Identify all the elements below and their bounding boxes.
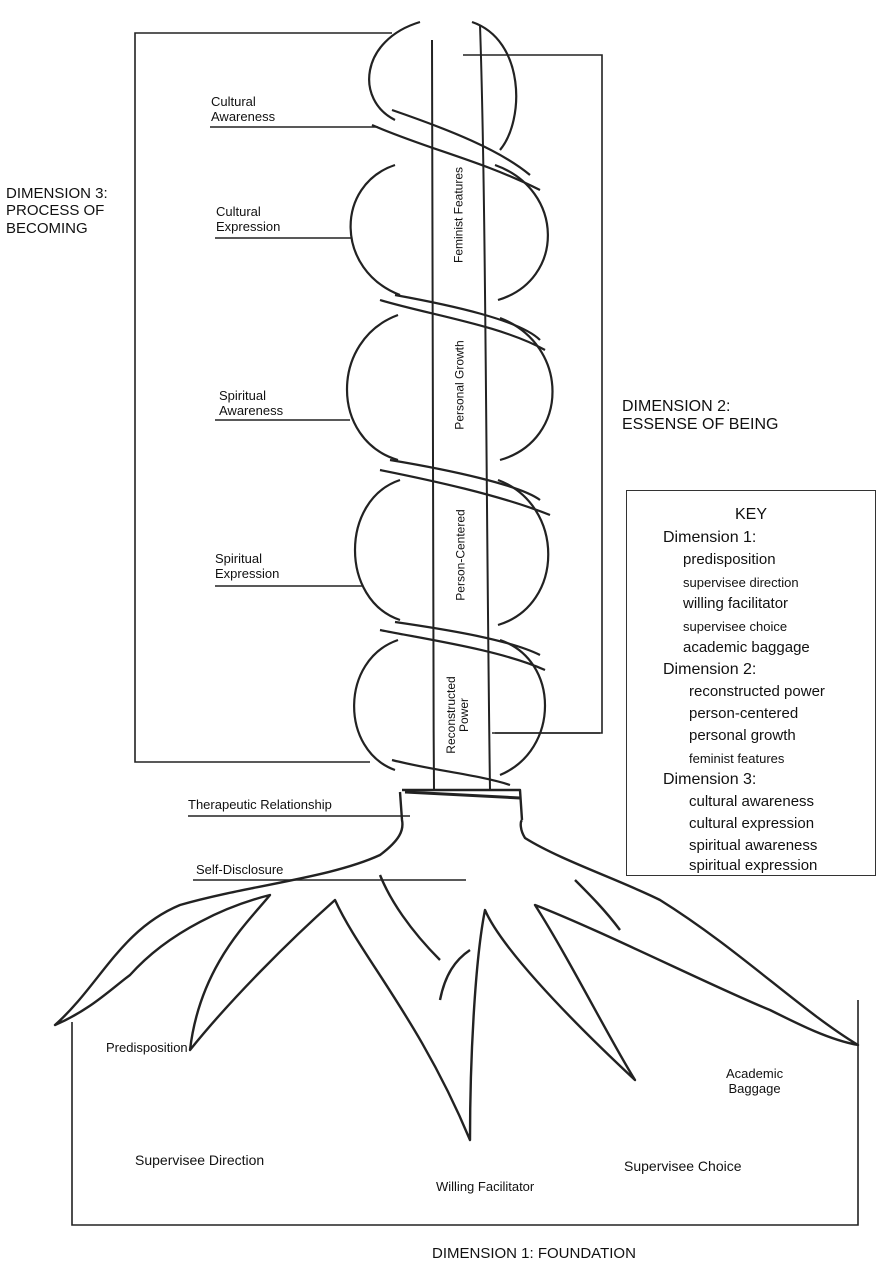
label-person-centered: Person-Centered bbox=[454, 509, 467, 600]
label-self-disclosure: Self-Disclosure bbox=[196, 863, 283, 878]
label-supervisee-choice: Supervisee Choice bbox=[624, 1158, 742, 1174]
label-personal-growth: Personal Growth bbox=[453, 340, 466, 429]
label-predisposition: Predisposition bbox=[106, 1041, 188, 1056]
label-willing-facilitator: Willing Facilitator bbox=[436, 1180, 534, 1195]
label-supervisee-direction: Supervisee Direction bbox=[135, 1152, 264, 1168]
label-cultural-expression: Cultural Expression bbox=[216, 205, 280, 235]
therapeutic-band bbox=[405, 792, 520, 798]
dimension1-heading: DIMENSION 1: FOUNDATION bbox=[432, 1245, 636, 1262]
label-spiritual-awareness: Spiritual Awareness bbox=[219, 389, 283, 419]
dimension2-heading: DIMENSION 2: ESSENSE OF BEING bbox=[622, 398, 778, 435]
key-dim3-heading: Dimension 3: bbox=[663, 771, 756, 789]
key-dim2-heading: Dimension 2: bbox=[663, 661, 756, 679]
key-item: personal growth bbox=[689, 727, 796, 744]
label-academic-baggage: Academic Baggage bbox=[726, 1067, 783, 1097]
leader-lines bbox=[188, 127, 600, 880]
key-box: KEY Dimension 1: predisposition supervis… bbox=[626, 490, 876, 876]
key-item: spiritual expression bbox=[689, 857, 817, 874]
dimension3-heading: DIMENSION 3: PROCESS OF BECOMING bbox=[6, 185, 108, 237]
helix-strands bbox=[347, 22, 553, 785]
key-item: spiritual awareness bbox=[689, 837, 817, 854]
key-item: cultural expression bbox=[689, 815, 814, 832]
key-item: academic baggage bbox=[683, 639, 810, 656]
key-item: willing facilitator bbox=[683, 595, 788, 612]
label-feminist-features: Feminist Features bbox=[452, 167, 465, 263]
key-dim1-heading: Dimension 1: bbox=[663, 529, 756, 547]
key-item: reconstructed power bbox=[689, 683, 825, 700]
key-item: predisposition bbox=[683, 551, 776, 568]
key-item: supervisee direction bbox=[683, 575, 799, 590]
key-item: person-centered bbox=[689, 705, 798, 722]
key-item: supervisee choice bbox=[683, 619, 787, 634]
key-title: KEY bbox=[627, 506, 875, 524]
key-item: cultural awareness bbox=[689, 793, 814, 810]
label-cultural-awareness: Cultural Awareness bbox=[211, 95, 275, 125]
key-item: feminist features bbox=[689, 751, 784, 766]
label-reconstructed-power: Reconstructed Power bbox=[445, 676, 471, 753]
label-spiritual-expression: Spiritual Expression bbox=[215, 552, 279, 582]
label-therapeutic-relationship: Therapeutic Relationship bbox=[188, 798, 332, 813]
